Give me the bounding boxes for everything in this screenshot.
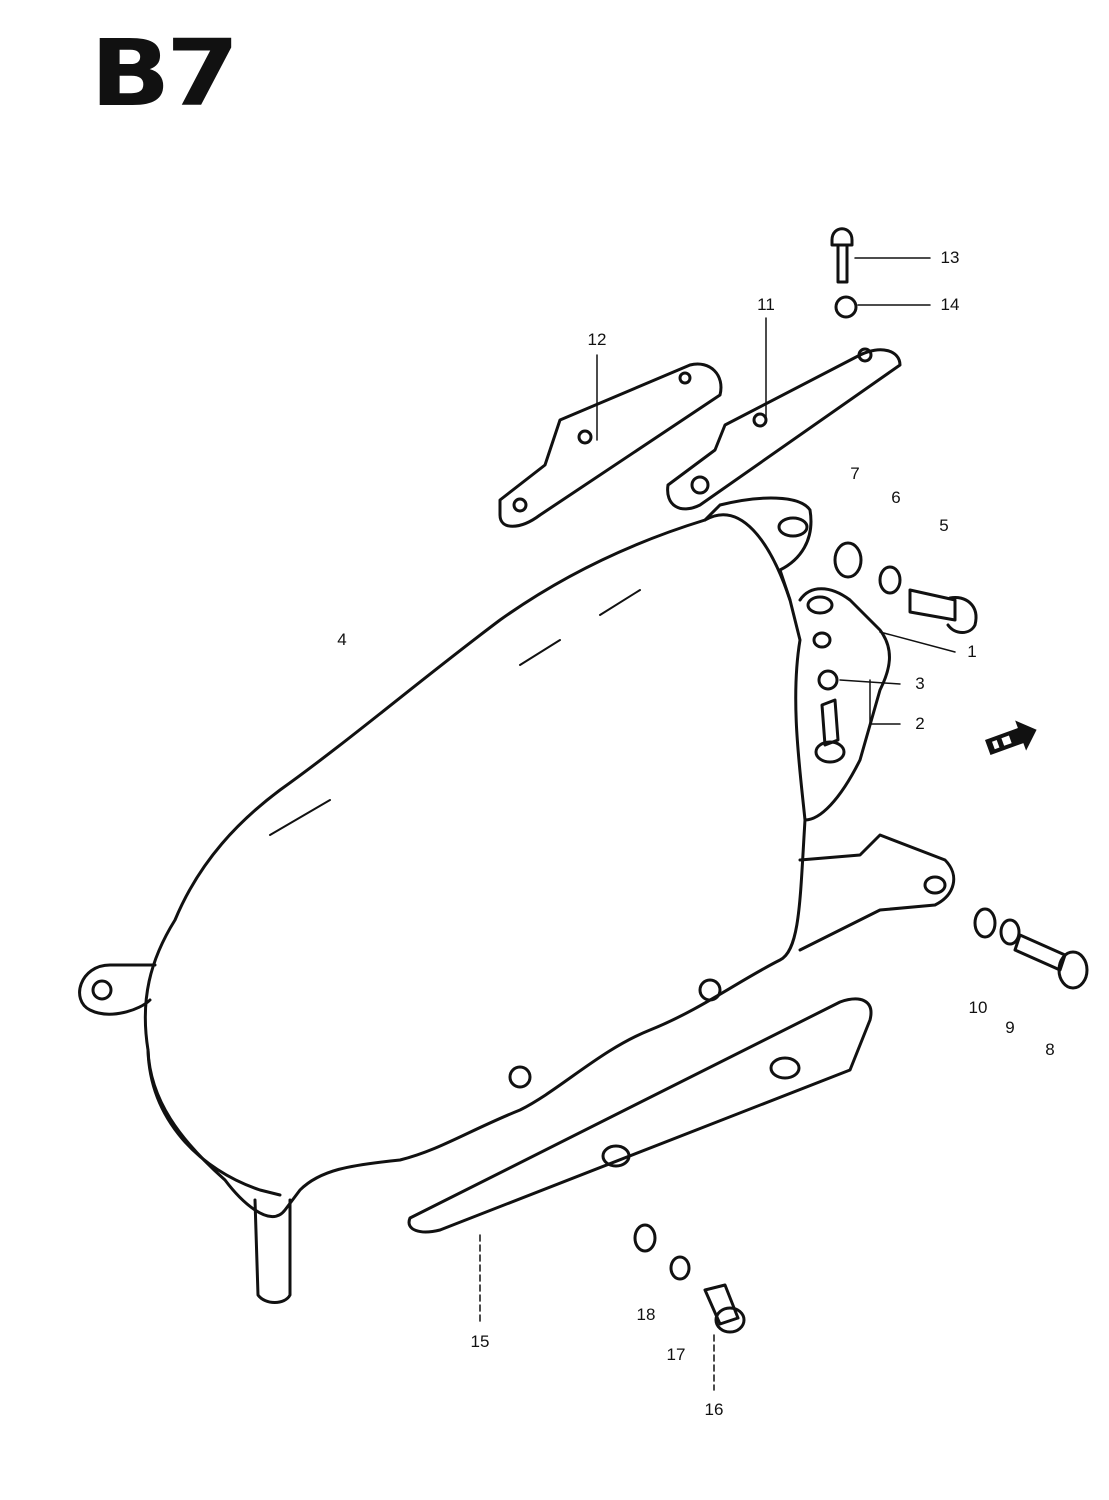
diagram-section-title: B7 bbox=[90, 20, 240, 127]
part-label-2: 2 bbox=[915, 714, 925, 733]
muffler-body bbox=[143, 513, 807, 1218]
part-label-4: 4 bbox=[337, 630, 347, 649]
rear-mount-tab bbox=[78, 963, 157, 1016]
front-direction-arrow-icon bbox=[985, 720, 1037, 756]
part-label-18: 18 bbox=[636, 1305, 656, 1324]
part-label-1: 1 bbox=[967, 642, 977, 661]
part-label-10: 10 bbox=[968, 998, 988, 1017]
heat-shield-11 bbox=[666, 348, 902, 511]
part-label-12: 12 bbox=[587, 330, 607, 349]
part-label-17: 17 bbox=[666, 1345, 686, 1364]
part-label-8: 8 bbox=[1045, 1040, 1055, 1059]
part-label-13: 13 bbox=[940, 248, 960, 267]
tail-pipe bbox=[253, 1198, 292, 1304]
part-label-14: 14 bbox=[940, 295, 960, 314]
part-label-3: 3 bbox=[915, 674, 925, 693]
part-label-15: 15 bbox=[470, 1332, 490, 1351]
part-label-11: 11 bbox=[757, 295, 775, 314]
part-label-9: 9 bbox=[1005, 1018, 1015, 1037]
part-label-5: 5 bbox=[939, 516, 949, 535]
part-label-6: 6 bbox=[891, 488, 901, 507]
part-label-7: 7 bbox=[850, 464, 860, 483]
part-label-16: 16 bbox=[704, 1400, 724, 1419]
heat-shield-12 bbox=[498, 362, 723, 528]
heat-shield-15 bbox=[407, 997, 873, 1234]
